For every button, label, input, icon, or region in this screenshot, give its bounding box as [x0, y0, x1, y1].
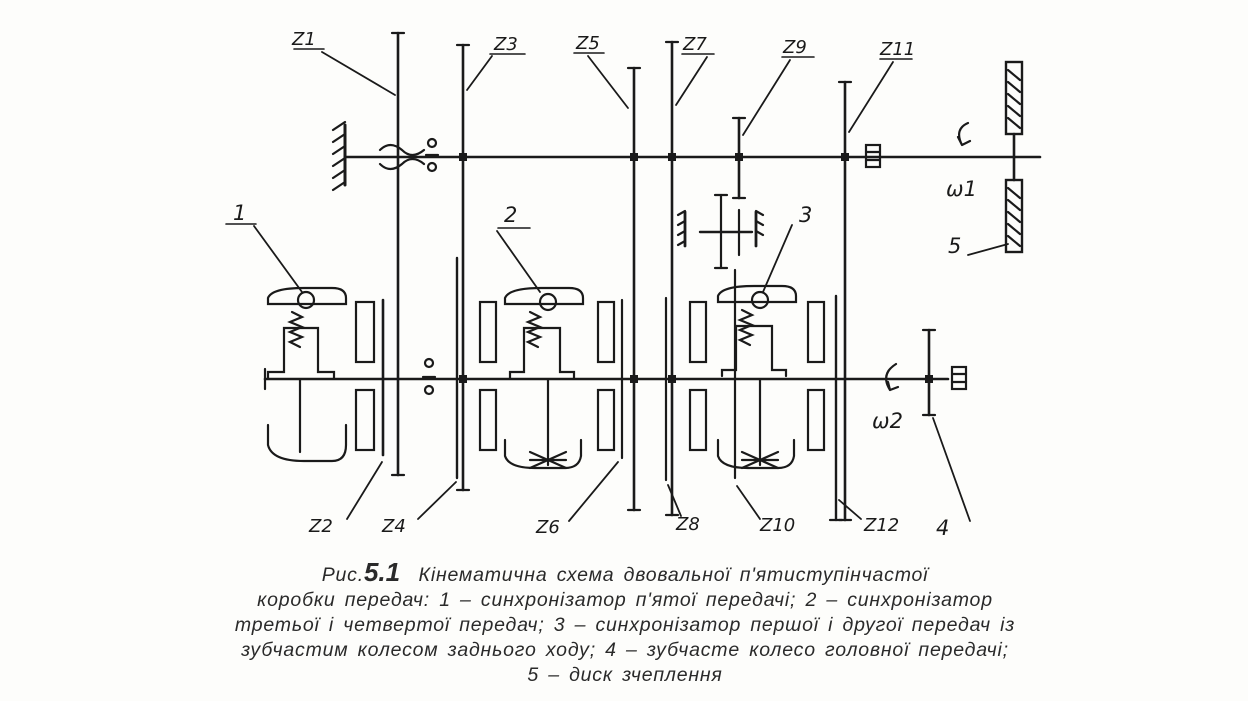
bearing-output-right: [950, 365, 968, 391]
caption-line-5: 5 – диск зчеплення: [527, 664, 723, 686]
synchronizer-2: [478, 286, 616, 470]
label-z6: Z6: [535, 517, 560, 538]
reverse-idler: [676, 193, 765, 270]
axis-mark-top: [424, 137, 440, 173]
housing-wall: [331, 120, 347, 192]
callout-2: 2: [504, 203, 517, 227]
clutch-disc: [1004, 60, 1024, 254]
callout-1: 1: [233, 201, 246, 225]
label-z7: Z7: [682, 34, 707, 55]
figure-number: 5.1: [363, 557, 401, 587]
callout-4: 4: [936, 516, 949, 540]
label-z10: Z10: [759, 515, 795, 536]
bearing-input-right: [864, 143, 882, 169]
callout-3: 3: [799, 203, 812, 227]
label-z2: Z2: [308, 516, 333, 537]
omega1-label: ω1: [946, 177, 977, 201]
caption-line-1: Рис.5.1 Кінематична схема двовальної п'я…: [120, 557, 1130, 588]
label-z3: Z3: [493, 34, 518, 55]
omega1-arrow: [956, 121, 972, 147]
caption-text-1: Кінематична схема двовальної п'ятиступін…: [418, 564, 929, 586]
label-z4: Z4: [381, 516, 406, 537]
label-z8: Z8: [675, 514, 700, 535]
caption-prefix: Рис.: [321, 564, 364, 586]
caption-line-2: коробки передач: 1 – синхронізатор п'ято…: [257, 589, 993, 611]
label-z12: Z12: [863, 515, 899, 536]
omega2-arrow: [885, 362, 900, 392]
label-z11: Z11: [879, 39, 915, 60]
caption-line-4: зубчастим колесом заднього ходу; 4 – зуб…: [241, 639, 1009, 661]
omega2-label: ω2: [872, 409, 903, 433]
caption-line-3: третьої і четвертої передач; 3 – синхрон…: [234, 614, 1016, 636]
label-z1: Z1: [291, 29, 316, 50]
synchronizer-1: [266, 286, 376, 463]
axis-mark-bottom: [421, 357, 437, 396]
callout-5: 5: [948, 234, 961, 258]
figure-caption: Рис.5.1 Кінематична схема двовальної п'я…: [120, 557, 1130, 688]
synchronizer-3: [688, 284, 826, 470]
label-z5: Z5: [575, 33, 600, 54]
label-z9: Z9: [782, 37, 807, 58]
